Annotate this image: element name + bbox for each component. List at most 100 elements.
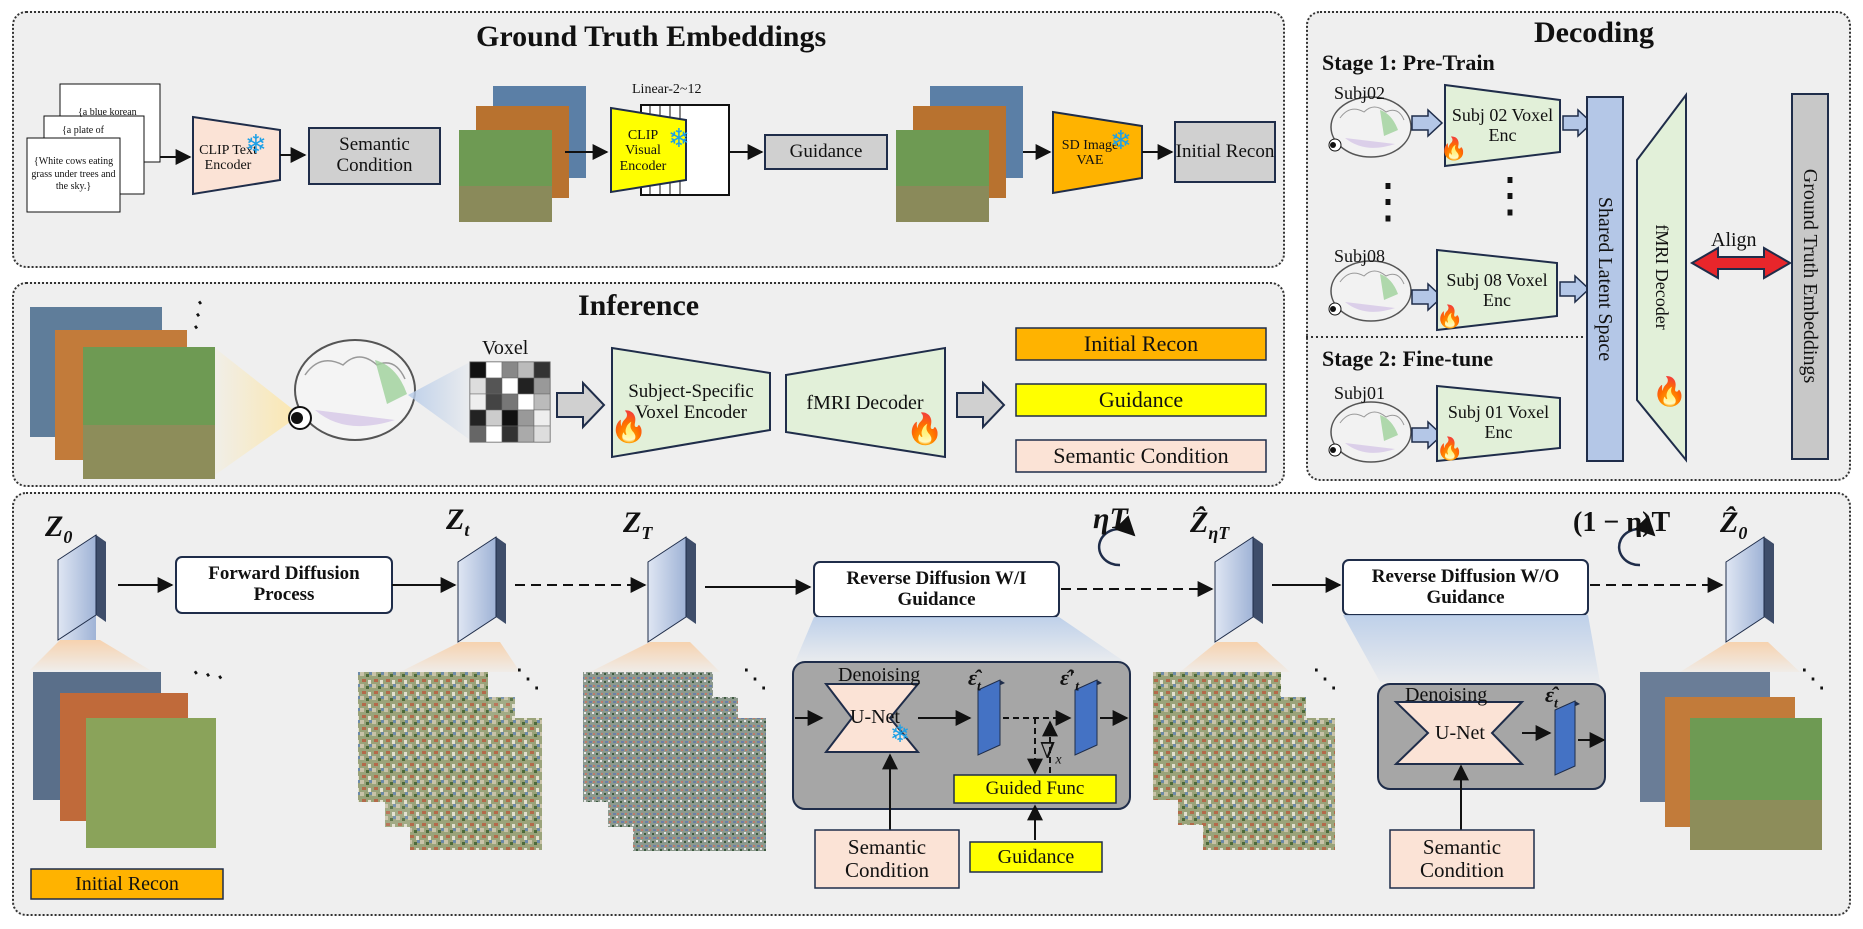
- dots-vertical-2: ⋮: [1486, 169, 1534, 222]
- voxel-cell: [469, 361, 487, 379]
- voxel-cell: [533, 377, 551, 395]
- z-etaT-label: ẐηT: [1190, 506, 1230, 543]
- brain-icon-subj08: [1328, 260, 1412, 322]
- voxel-cell: [485, 361, 503, 379]
- sd-vae-shape: [1052, 110, 1143, 195]
- subject-encoder-label: Subject-Specific Voxel Encoder: [628, 381, 754, 423]
- clip-text-encoder-shape: [192, 115, 281, 196]
- voxel-cell: [501, 425, 519, 443]
- caption-text-3: {White cows eating grass under trees and…: [31, 156, 116, 193]
- snowflake-icon-clip-visual: ❄: [668, 124, 690, 153]
- voxel-cell: [533, 425, 551, 443]
- semantic-condition-box-2: [1389, 829, 1535, 889]
- shared-latent-space-bar: [1586, 96, 1624, 462]
- subj02-label: Subj02: [1334, 83, 1386, 103]
- subject-encoder-shape: [611, 346, 771, 459]
- caption-card-3: [26, 137, 121, 213]
- loop-arrow-icon-2: [1617, 515, 1656, 567]
- out-initial-recon-box: [1015, 327, 1267, 361]
- gt-initial-recon-box: [1174, 121, 1276, 183]
- voxel-enc-08-label: Subj 08 Voxel Enc: [1446, 270, 1548, 310]
- voxel-cell: [517, 361, 535, 379]
- diffusion-initial-recon-box: [30, 868, 224, 900]
- gt-embeddings-bar: [1791, 93, 1829, 460]
- flame-icon-inference-decoder: 🔥: [906, 413, 944, 446]
- flame-icon-fmri-decoder: 🔥: [1652, 377, 1687, 408]
- voxel-cell: [533, 393, 551, 411]
- semantic-condition-label-2: Semantic Condition: [1419, 834, 1504, 882]
- brain-icon-inference: [294, 339, 416, 441]
- snowflake-icon-vae: ❄: [1110, 126, 1132, 155]
- unet-label-1: U-Net: [850, 706, 900, 728]
- voxel-enc-08-shape: [1436, 248, 1558, 332]
- latent-cube-icon-zt: [457, 536, 506, 643]
- out-initial-recon-label: Initial Recon: [1083, 330, 1199, 356]
- flame-icon-enc01: 🔥: [1436, 436, 1464, 461]
- out-guidance-box: [1015, 383, 1267, 417]
- dots-vertical-1: ⋮: [1364, 175, 1412, 228]
- guidance-box-bottom: [969, 841, 1103, 873]
- unet-shape-2: [1393, 701, 1525, 765]
- out-semantic-condition-label: Semantic Condition: [1053, 442, 1229, 468]
- voxel-cell: [517, 425, 535, 443]
- diffusion-image-zT: [633, 718, 766, 851]
- subj01-label: Subj01: [1334, 383, 1386, 403]
- voxel-cell: [485, 393, 503, 411]
- snowflake-icon-clip-text: ❄: [245, 130, 267, 159]
- stack-dots-5: ⋱: [1312, 664, 1338, 693]
- flame-icon-subject-encoder: 🔥: [610, 411, 648, 444]
- semantic-condition-box-1: [814, 829, 960, 889]
- flame-icon-enc08: 🔥: [1436, 304, 1464, 329]
- voxel-cell: [469, 409, 487, 427]
- voxel-cell: [517, 409, 535, 427]
- fmri-decoder-decoding-shape: [1636, 92, 1687, 463]
- reverse-wi-label: Reverse Diffusion W/I Guidance: [846, 567, 1027, 610]
- voxel-enc-01-label: Subj 01 Voxel Enc: [1447, 402, 1550, 442]
- caption-text-2: {a plate of: [62, 125, 105, 136]
- guided-func-box: [953, 774, 1117, 804]
- gt-initial-recon-label: Initial Recon: [1175, 140, 1275, 162]
- stage1-title: Stage 1: Pre-Train: [1322, 50, 1495, 75]
- zt-label: Zt: [446, 503, 470, 540]
- shared-latent-label: Shared Latent Space: [1594, 196, 1616, 362]
- fmri-decoder-decoding-label: fMRI Decoder: [1651, 224, 1672, 330]
- gt-semantic-condition-box: [308, 127, 441, 185]
- semantic-condition-label-1: Semantic Condition: [844, 834, 929, 882]
- clip-visual-encoder-label: CLIP Visual Encoder: [619, 127, 667, 174]
- diffusion-image-zt: [410, 718, 542, 850]
- stack-dots-4: ⋱: [742, 664, 768, 693]
- voxel-cells: [469, 361, 551, 443]
- stack-dots-3: ⋱: [515, 664, 541, 693]
- latent-cube-icon-z0hat: [1725, 536, 1774, 643]
- voxel-enc-01-shape: [1436, 384, 1561, 463]
- denoising-label-2: Denoising: [1405, 684, 1488, 706]
- voxel-cell: [485, 409, 503, 427]
- voxel-enc-02-shape: [1444, 83, 1561, 168]
- voxel-cell: [501, 393, 519, 411]
- snowflake-icon-unet: ❄: [890, 722, 911, 748]
- voxel-cell: [517, 393, 535, 411]
- diffusion-image-zetaT: [1203, 718, 1335, 850]
- one-minus-eta-label: (1 − η)T: [1573, 507, 1671, 538]
- voxel-cell: [533, 361, 551, 379]
- eta-T-label: ηT: [1093, 502, 1128, 535]
- inference-title: Inference: [578, 289, 700, 322]
- voxel-cell: [485, 377, 503, 395]
- decoding-title: Decoding: [1534, 16, 1654, 49]
- fmri-decoder-inference-label: fMRI Decoder: [806, 392, 924, 414]
- latent-cube-icon-z0: [57, 534, 106, 641]
- align-arrow: [1689, 246, 1793, 280]
- zT-label: ZT: [623, 506, 653, 543]
- ground-truth-title: Ground Truth Embeddings: [476, 20, 827, 53]
- voxel-cell: [501, 377, 519, 395]
- voxel-label: Voxel: [482, 337, 529, 359]
- fmri-decoder-inference-shape: [785, 346, 946, 459]
- unet-shape-1: [823, 683, 921, 753]
- z0hat-label: Ẑ0: [1720, 506, 1748, 543]
- eps-t-label: ε̂t: [968, 665, 981, 695]
- out-guidance-label: Guidance: [1098, 386, 1184, 412]
- diffusion-image-z0: [86, 718, 216, 848]
- loop-arrow-icon-1: [1097, 515, 1136, 567]
- voxel-cell: [501, 409, 519, 427]
- align-label: Align: [1711, 229, 1757, 251]
